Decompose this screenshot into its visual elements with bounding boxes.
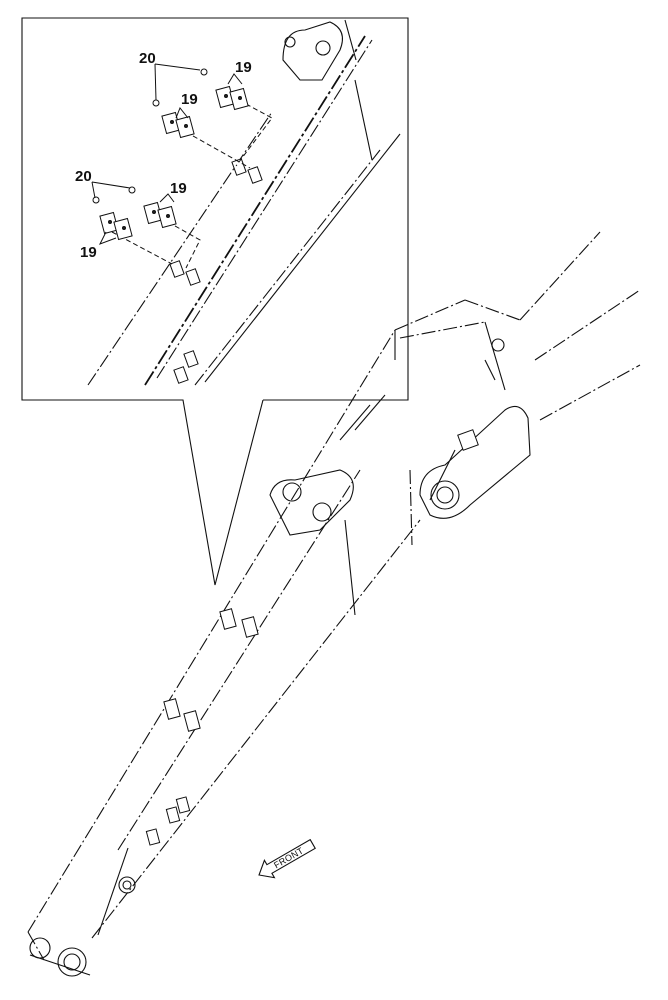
callout-clamp-19-lower-left: 19: [80, 244, 97, 261]
main-boom: [27, 231, 641, 977]
detail-inset: 20 19 19 20 19 19: [21, 17, 409, 586]
callout-leaders: [91, 63, 243, 245]
callout-bolt-20-upper: 20: [139, 50, 156, 67]
inset-mounted-brackets: [169, 158, 263, 384]
bolt-part-20-lower: [92, 186, 136, 204]
front-arrow-label: FRONT: [272, 845, 305, 870]
clamp-part-19-lower-left: [99, 211, 133, 241]
clamp-part-19-lower: [143, 201, 177, 229]
boom-clamps: [145, 608, 259, 846]
callout-clamp-19-top: 19: [235, 59, 252, 76]
clamp-part-19-upper: [215, 85, 249, 111]
front-direction-arrow: FRONT: [258, 838, 316, 879]
bolt-part-20-upper: [152, 68, 208, 107]
inset-boom-outline: [87, 19, 401, 386]
callout-clamp-19-lower: 19: [170, 180, 187, 197]
clamp-part-19-upper-mid: [161, 111, 195, 139]
callout-bolt-20-lower: 20: [75, 168, 92, 185]
callout-clamp-19-upper-mid: 19: [181, 91, 198, 108]
